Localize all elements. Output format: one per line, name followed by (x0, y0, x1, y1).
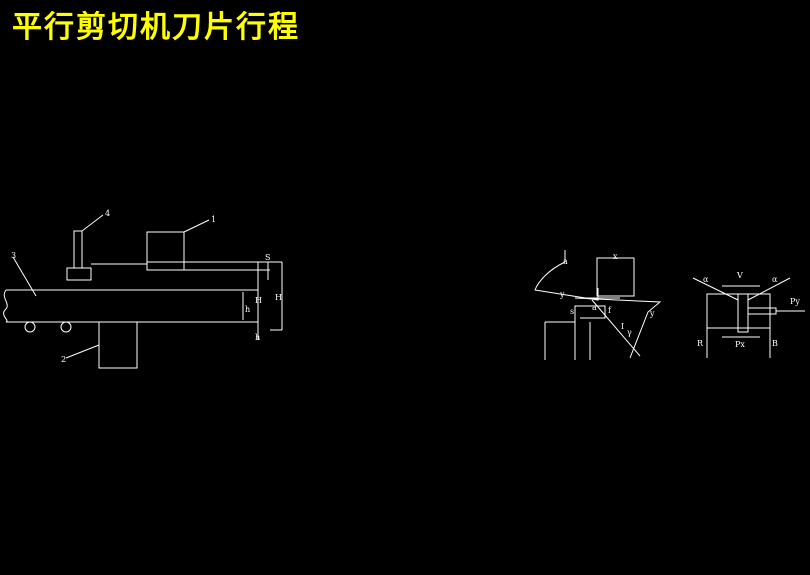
right-view-1: x a y s f a y I γ (534, 250, 662, 360)
lower-knife (545, 305, 606, 323)
hold-down-foot (66, 267, 92, 281)
label-upper-blade: 1 (211, 215, 216, 224)
side-knife (747, 307, 777, 315)
label-a: a (563, 257, 568, 266)
label-y-side: y (649, 309, 655, 318)
label-lower-blade: 2 (61, 355, 66, 364)
label-i: I (621, 322, 624, 331)
upper-knife (596, 257, 635, 297)
label-strip: 3 (11, 251, 16, 260)
label-b: B (772, 339, 778, 348)
left-view: 4 1 3 2 S H h H h (3, 209, 283, 369)
roller-2 (60, 321, 72, 333)
label-py: Py (790, 297, 800, 306)
label-r: R (697, 339, 704, 348)
right-view-2: α V α Py R Px B (692, 271, 805, 358)
page-title: 平行剪切机刀片行程 (12, 10, 300, 45)
label-h-mid: H (255, 296, 262, 305)
label-s: S (265, 253, 270, 262)
center-knife (737, 293, 749, 333)
upper-blade (146, 231, 185, 271)
label-alpha-left: α (703, 275, 709, 284)
label-s-mid: s (570, 307, 574, 316)
label-a-small: a (592, 303, 597, 312)
label-px: Px (735, 340, 745, 349)
lower-blade (98, 321, 138, 369)
label-x: x (613, 252, 618, 261)
angle-line (591, 299, 641, 357)
strip-wavy-top (534, 261, 599, 301)
label-h-outer: H (275, 293, 282, 302)
label-y-left: y (559, 290, 565, 299)
label-gamma: γ (627, 328, 632, 337)
label-alpha-right: α (772, 275, 778, 284)
roller-1 (24, 321, 36, 333)
label-h-lower: h (255, 333, 260, 342)
strip-break (3, 289, 8, 323)
label-h-small: h (245, 305, 250, 314)
hold-down-plate (73, 230, 83, 269)
strip-right (574, 297, 662, 359)
label-hold-down: 4 (105, 209, 110, 218)
label-f: f (608, 306, 612, 315)
label-v: V (736, 271, 743, 280)
